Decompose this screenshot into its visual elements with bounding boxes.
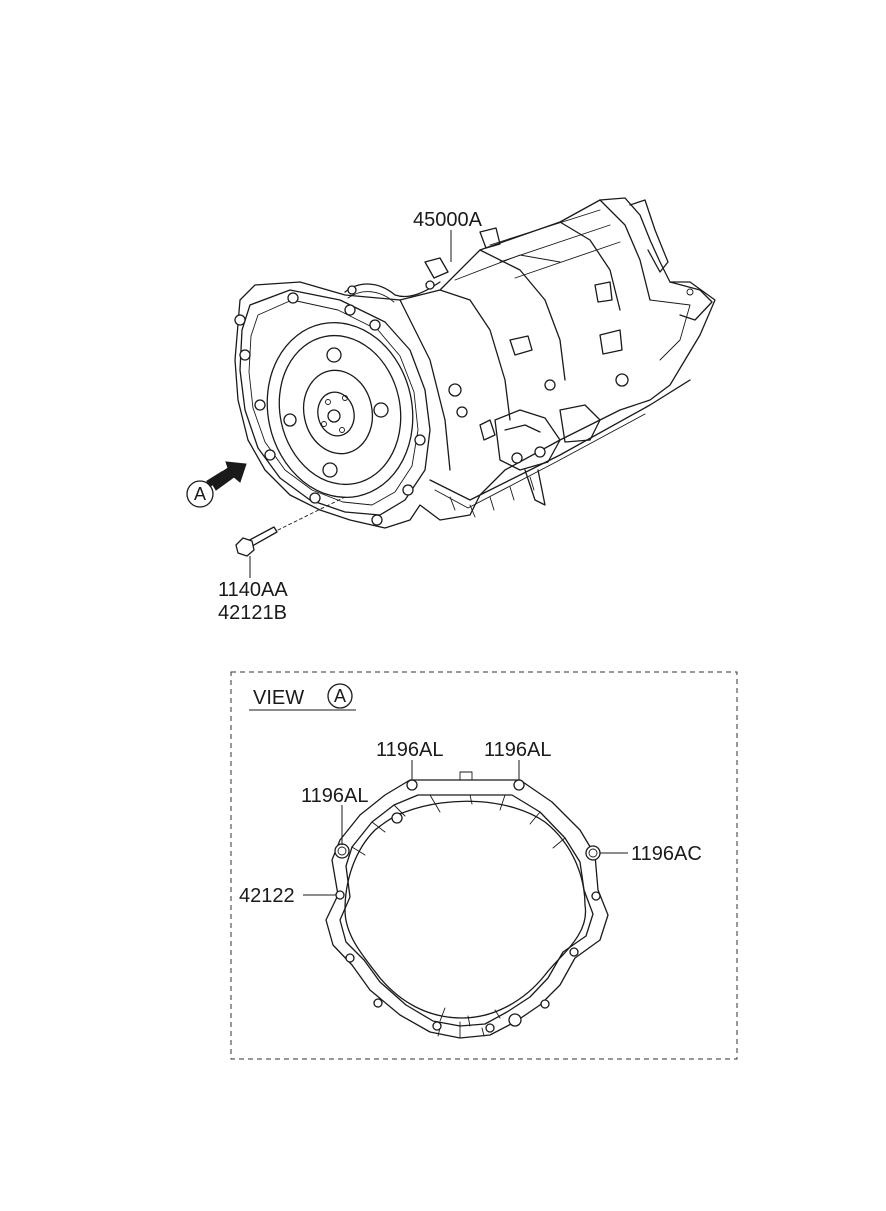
part-label-42122: 42122 xyxy=(239,885,295,907)
bolt-part xyxy=(235,496,346,578)
view-marker-a: A xyxy=(186,480,214,508)
transmission-assembly xyxy=(206,197,716,529)
part-label-1196ac: 1196AC xyxy=(631,843,702,865)
view-title-marker: A xyxy=(334,686,346,706)
view-direction-arrow xyxy=(209,461,247,491)
view-title: VIEW xyxy=(253,687,304,709)
part-label-45000a: 45000A xyxy=(413,209,483,231)
view-marker-text: A xyxy=(194,484,206,504)
part-label-42121b: 42121B xyxy=(218,602,287,624)
part-label-1140aa: 1140AA xyxy=(218,579,288,601)
part-label-1196al-left: 1196AL xyxy=(301,785,368,807)
view-a-panel: VIEW A xyxy=(230,671,738,1060)
part-label-1196al-top-right: 1196AL xyxy=(484,739,551,761)
gasket-42122 xyxy=(325,771,609,1039)
part-label-1196al-top-left: 1196AL xyxy=(376,739,443,761)
